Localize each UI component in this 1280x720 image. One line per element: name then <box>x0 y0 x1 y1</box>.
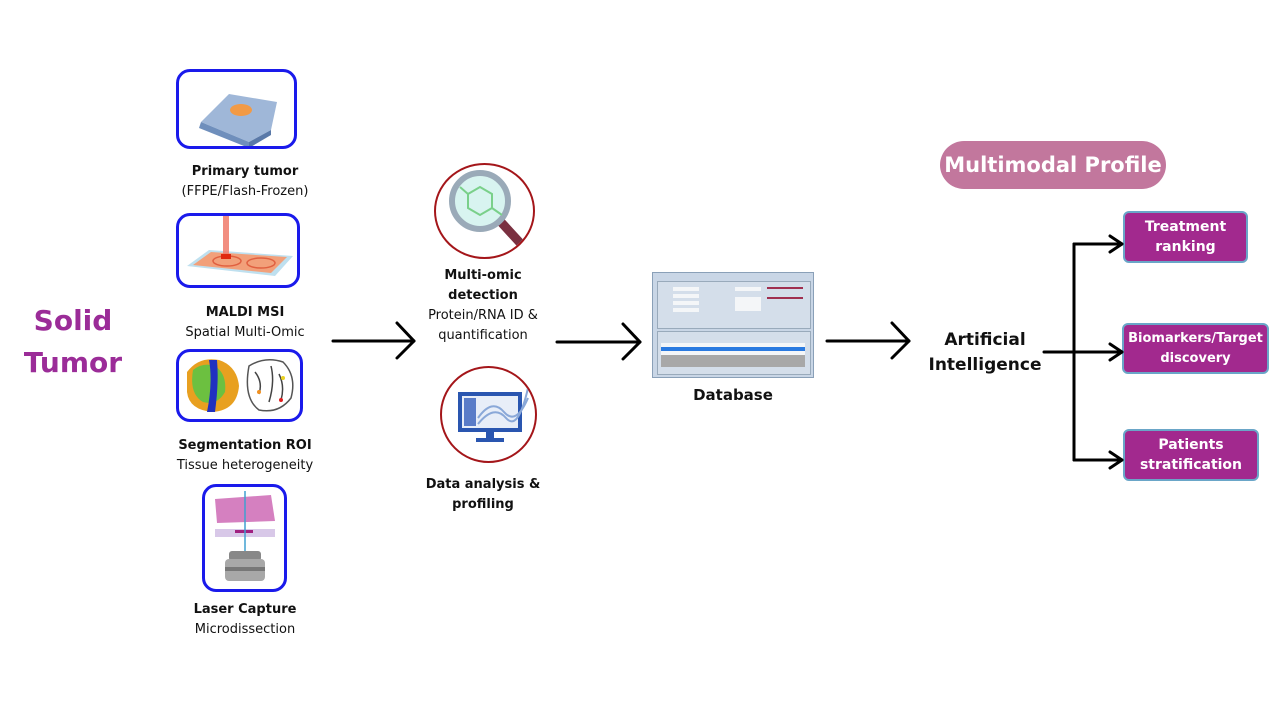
output-line1: Patients <box>1158 437 1224 453</box>
magnifier-molecule-icon <box>434 163 535 259</box>
output-line2: ranking <box>1155 239 1216 255</box>
monitor-data-icon <box>440 366 537 463</box>
analysis-subtitle: Protein/RNA ID & <box>428 308 538 323</box>
output-biomarkers-discovery: Biomarkers/Target discovery <box>1122 323 1269 374</box>
sample-subtitle: (FFPE/Flash-Frozen) <box>181 184 309 199</box>
solid-tumor-title: Solid Tumor <box>8 300 138 384</box>
analysis-title: Multi-omic <box>444 268 522 283</box>
arrow-database-to-ai <box>825 321 911 360</box>
sample-caption-laser-capture: Laser Capture Microdissection <box>160 600 330 640</box>
laser-capture-microscope-icon <box>202 484 287 592</box>
arrow-analysis-to-database <box>555 322 642 361</box>
sample-title: Primary tumor <box>191 164 299 179</box>
analysis-caption-data-analysis: Data analysis & profiling <box>418 475 548 515</box>
sample-caption-primary-tumor: Primary tumor (FFPE/Flash-Frozen) <box>160 162 330 202</box>
analysis-subtitle: quantification <box>438 328 528 343</box>
output-treatment-ranking: Treatment ranking <box>1123 211 1248 263</box>
segmentation-heatmap-icon <box>176 349 303 422</box>
solid-tumor-line1: Solid <box>33 304 113 337</box>
ai-line1: Artificial <box>944 330 1026 350</box>
output-line1: Treatment <box>1144 219 1227 235</box>
output-line1: Biomarkers/Target <box>1128 330 1263 346</box>
sample-subtitle: Microdissection <box>194 622 296 637</box>
multimodal-profile-label: Multimodal Profile <box>940 141 1166 189</box>
database-label: Database <box>693 386 773 404</box>
sample-title: Laser Capture <box>193 602 297 617</box>
tissue-block-icon <box>176 69 297 149</box>
sample-title: MALDI MSI <box>205 305 285 320</box>
arrow-samples-to-analysis <box>331 321 416 360</box>
sample-caption-segmentation: Segmentation ROI Tissue heterogeneity <box>160 436 330 476</box>
output-line2: stratification <box>1139 457 1243 473</box>
maldi-laser-slide-icon <box>176 213 300 288</box>
sample-title: Segmentation ROI <box>178 438 312 453</box>
analysis-title: Data analysis & <box>425 477 541 492</box>
arrow-ai-branch <box>1042 234 1124 470</box>
database-window-icon <box>652 272 814 378</box>
solid-tumor-line2: Tumor <box>23 346 123 379</box>
analysis-title: detection <box>448 288 518 303</box>
output-patients-stratification: Patients stratification <box>1123 429 1259 481</box>
sample-caption-maldi: MALDI MSI Spatial Multi-Omic <box>160 303 330 343</box>
artificial-intelligence-label: Artificial Intelligence <box>918 328 1052 378</box>
analysis-title: profiling <box>452 497 514 512</box>
sample-subtitle: Tissue heterogeneity <box>176 458 314 473</box>
output-line2: discovery <box>1160 350 1231 366</box>
sample-subtitle: Spatial Multi-Omic <box>185 325 305 340</box>
ai-line2: Intelligence <box>928 355 1042 375</box>
analysis-caption-multiomic: Multi-omic detection Protein/RNA ID & qu… <box>418 266 548 346</box>
